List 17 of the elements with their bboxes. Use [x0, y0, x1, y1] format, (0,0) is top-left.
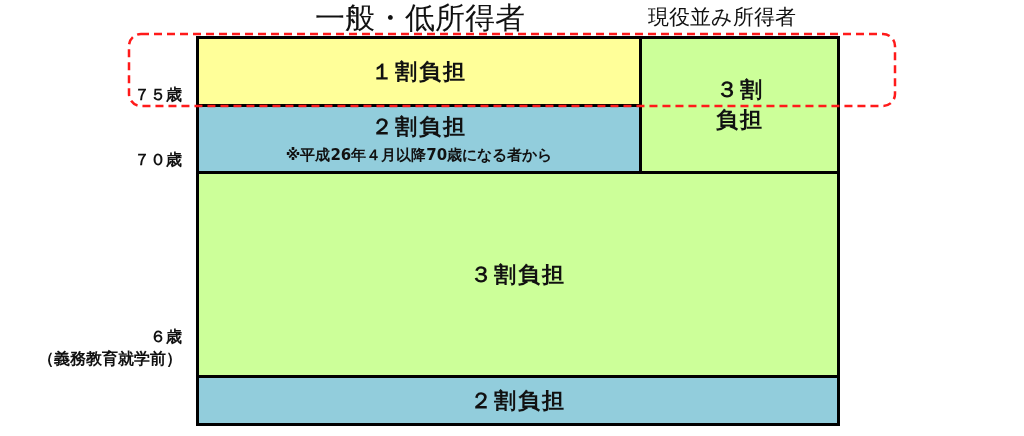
- cost-share-band: [196, 171, 840, 378]
- column-heading: 現役並み所得者: [648, 4, 796, 31]
- cost-share-text: １割負担: [371, 57, 467, 86]
- age-note: （義務教育就学前）: [38, 349, 182, 370]
- column-heading: 一般・低所得者: [315, 0, 525, 37]
- age-label: ７５歳: [134, 85, 182, 106]
- cost-share-text: ３割負担: [470, 260, 566, 289]
- cost-share-band: [196, 375, 840, 426]
- age-label: ６歳: [150, 327, 182, 348]
- cost-share-band: [639, 36, 840, 174]
- cost-share-text: ２割負担: [371, 113, 467, 142]
- cost-share-text: ３割負担: [714, 76, 765, 134]
- cost-share-text: ２割負担: [470, 386, 566, 415]
- age-label: ７０歳: [134, 150, 182, 171]
- footnote-text: ※平成26年４月以降70歳になる者から: [285, 146, 553, 166]
- cost-share-band: [196, 104, 642, 174]
- cost-share-band: [196, 36, 642, 107]
